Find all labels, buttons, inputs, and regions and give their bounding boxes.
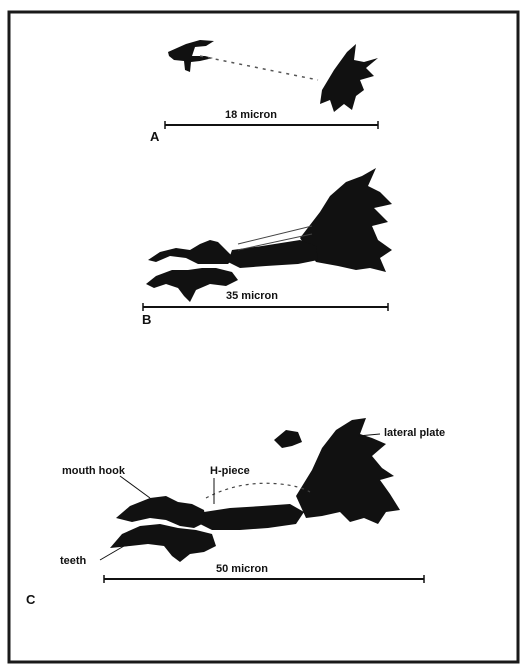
panel-b-h-piece — [228, 240, 318, 268]
panel-c-h-piece — [200, 504, 304, 530]
panel-b-specimen — [146, 168, 392, 302]
panel-b-hook-upper — [148, 240, 234, 264]
panel-b-letter: B — [142, 313, 151, 326]
panel-c-letter: C — [26, 593, 35, 606]
label-h-piece: H-piece — [210, 466, 250, 477]
panel-a-dotted-link — [200, 56, 318, 80]
panel-c-specimen — [110, 418, 400, 562]
panel-a-specimen — [168, 40, 378, 112]
panel-a-hook-left — [168, 40, 214, 72]
panel-b-hook-lower — [146, 268, 238, 302]
leader-teeth — [100, 546, 124, 560]
panel-b-scale-label: 35 micron — [226, 291, 278, 302]
panel-a-plate-right — [320, 44, 378, 112]
panel-a-scale-label: 18 micron — [225, 110, 277, 121]
panel-a-letter: A — [150, 130, 159, 143]
label-lateral-plate: lateral plate — [384, 428, 445, 439]
panel-c-dotted-outline — [206, 483, 310, 498]
panel-c-plate-cap — [274, 430, 302, 448]
panel-c-mouth-hook — [116, 496, 206, 528]
leader-mouth-hook — [120, 476, 150, 498]
label-mouth-hook: mouth hook — [62, 466, 125, 477]
panel-c-teeth — [110, 524, 216, 562]
label-teeth: teeth — [60, 556, 86, 567]
panel-c-scale-label: 50 micron — [216, 564, 268, 575]
